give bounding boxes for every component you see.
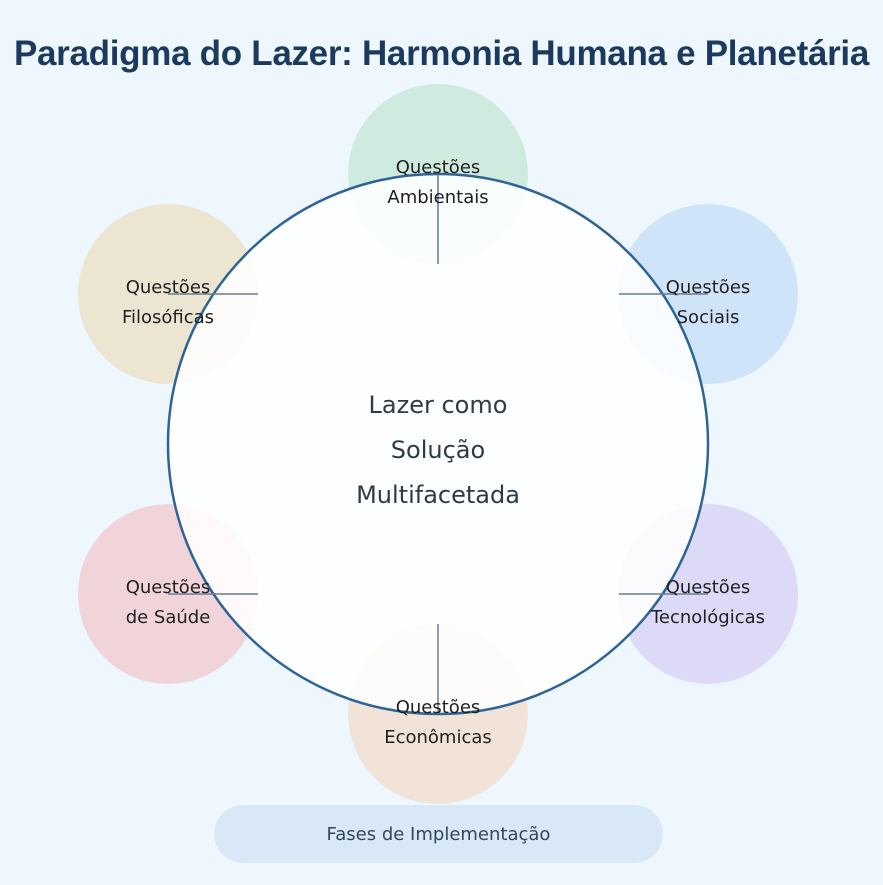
- diagram-title: Paradigma do Lazer: Harmonia Humana e Pl…: [13, 34, 870, 73]
- implementation-phases-button[interactable]: Fases de Implementação: [214, 805, 663, 863]
